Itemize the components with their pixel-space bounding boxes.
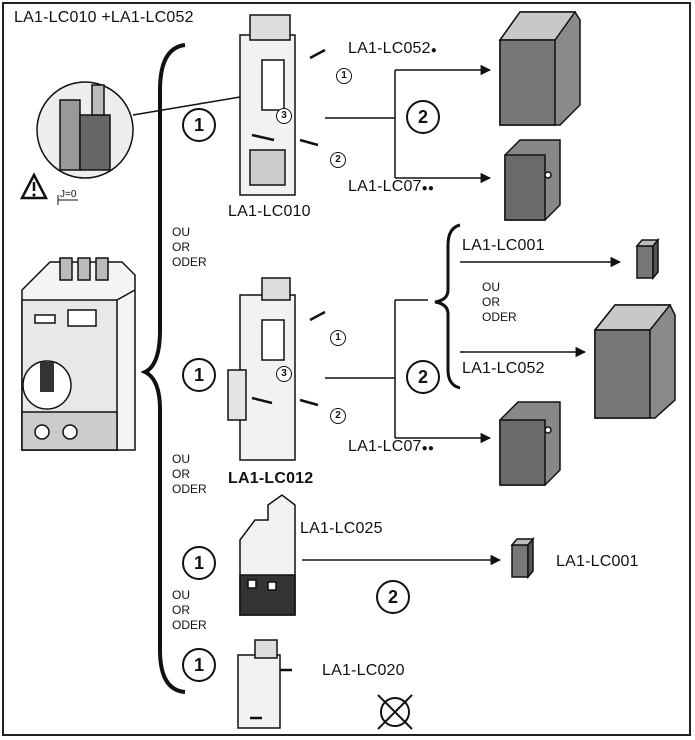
step-2-badge: 2 <box>406 100 440 134</box>
substep-3-badge: 3 <box>276 108 292 124</box>
label-la1-lc020: LA1-LC020 <box>322 662 405 679</box>
label-la1-lc025: LA1-LC025 <box>300 520 383 537</box>
step-1-badge: 1 <box>182 546 216 580</box>
zoom-detail-illustration <box>36 81 253 179</box>
label-la1-lc052-top: LA1-LC052● <box>348 40 437 57</box>
contact-block-la1-lc052-mid <box>593 304 676 419</box>
step-2-badge: 2 <box>376 580 410 614</box>
contact-block-la1-lc07-mid <box>499 401 561 486</box>
label-la1-lc012: LA1-LC012 <box>228 470 314 487</box>
label-la1-lc07-top: LA1-LC07●● <box>348 178 435 195</box>
contact-block-la1-lc07-top <box>504 139 561 221</box>
contact-block-la1-lc001-b <box>510 536 535 580</box>
substep-2-badge: 2 <box>330 408 346 424</box>
step-1-badge: 1 <box>182 648 216 682</box>
substep-1-badge: 1 <box>330 330 346 346</box>
substep-3-badge: 3 <box>276 366 292 382</box>
module-la1-lc025 <box>239 494 296 616</box>
label-la1-lc001-b: LA1-LC001 <box>556 553 639 570</box>
module-la1-lc010 <box>239 14 326 196</box>
motor-starter-illustration <box>21 257 136 451</box>
label-la1-lc001-a: LA1-LC001 <box>462 237 545 254</box>
contact-block-la1-lc052-top <box>498 11 581 126</box>
module-la1-lc020 <box>237 639 292 729</box>
warning-triangle-icon <box>19 172 78 205</box>
step-1-badge: 1 <box>182 358 216 392</box>
no-step-2-icon <box>377 694 413 730</box>
label-la1-lc07-mid: LA1-LC07●● <box>348 438 435 455</box>
substep-2-badge: 2 <box>330 152 346 168</box>
dimension-label: J=0 <box>60 189 77 200</box>
substep-1-badge: 1 <box>336 68 352 84</box>
page-title: LA1-LC010 +LA1-LC052 <box>14 9 194 26</box>
step-2-badge: 2 <box>406 360 440 394</box>
options-brace <box>434 223 461 390</box>
main-brace <box>140 43 186 694</box>
step-1-badge: 1 <box>182 108 216 142</box>
contact-block-la1-lc001-a <box>635 237 660 281</box>
label-la1-lc052-mid: LA1-LC052 <box>462 360 545 377</box>
label-la1-lc010: LA1-LC010 <box>228 203 311 220</box>
